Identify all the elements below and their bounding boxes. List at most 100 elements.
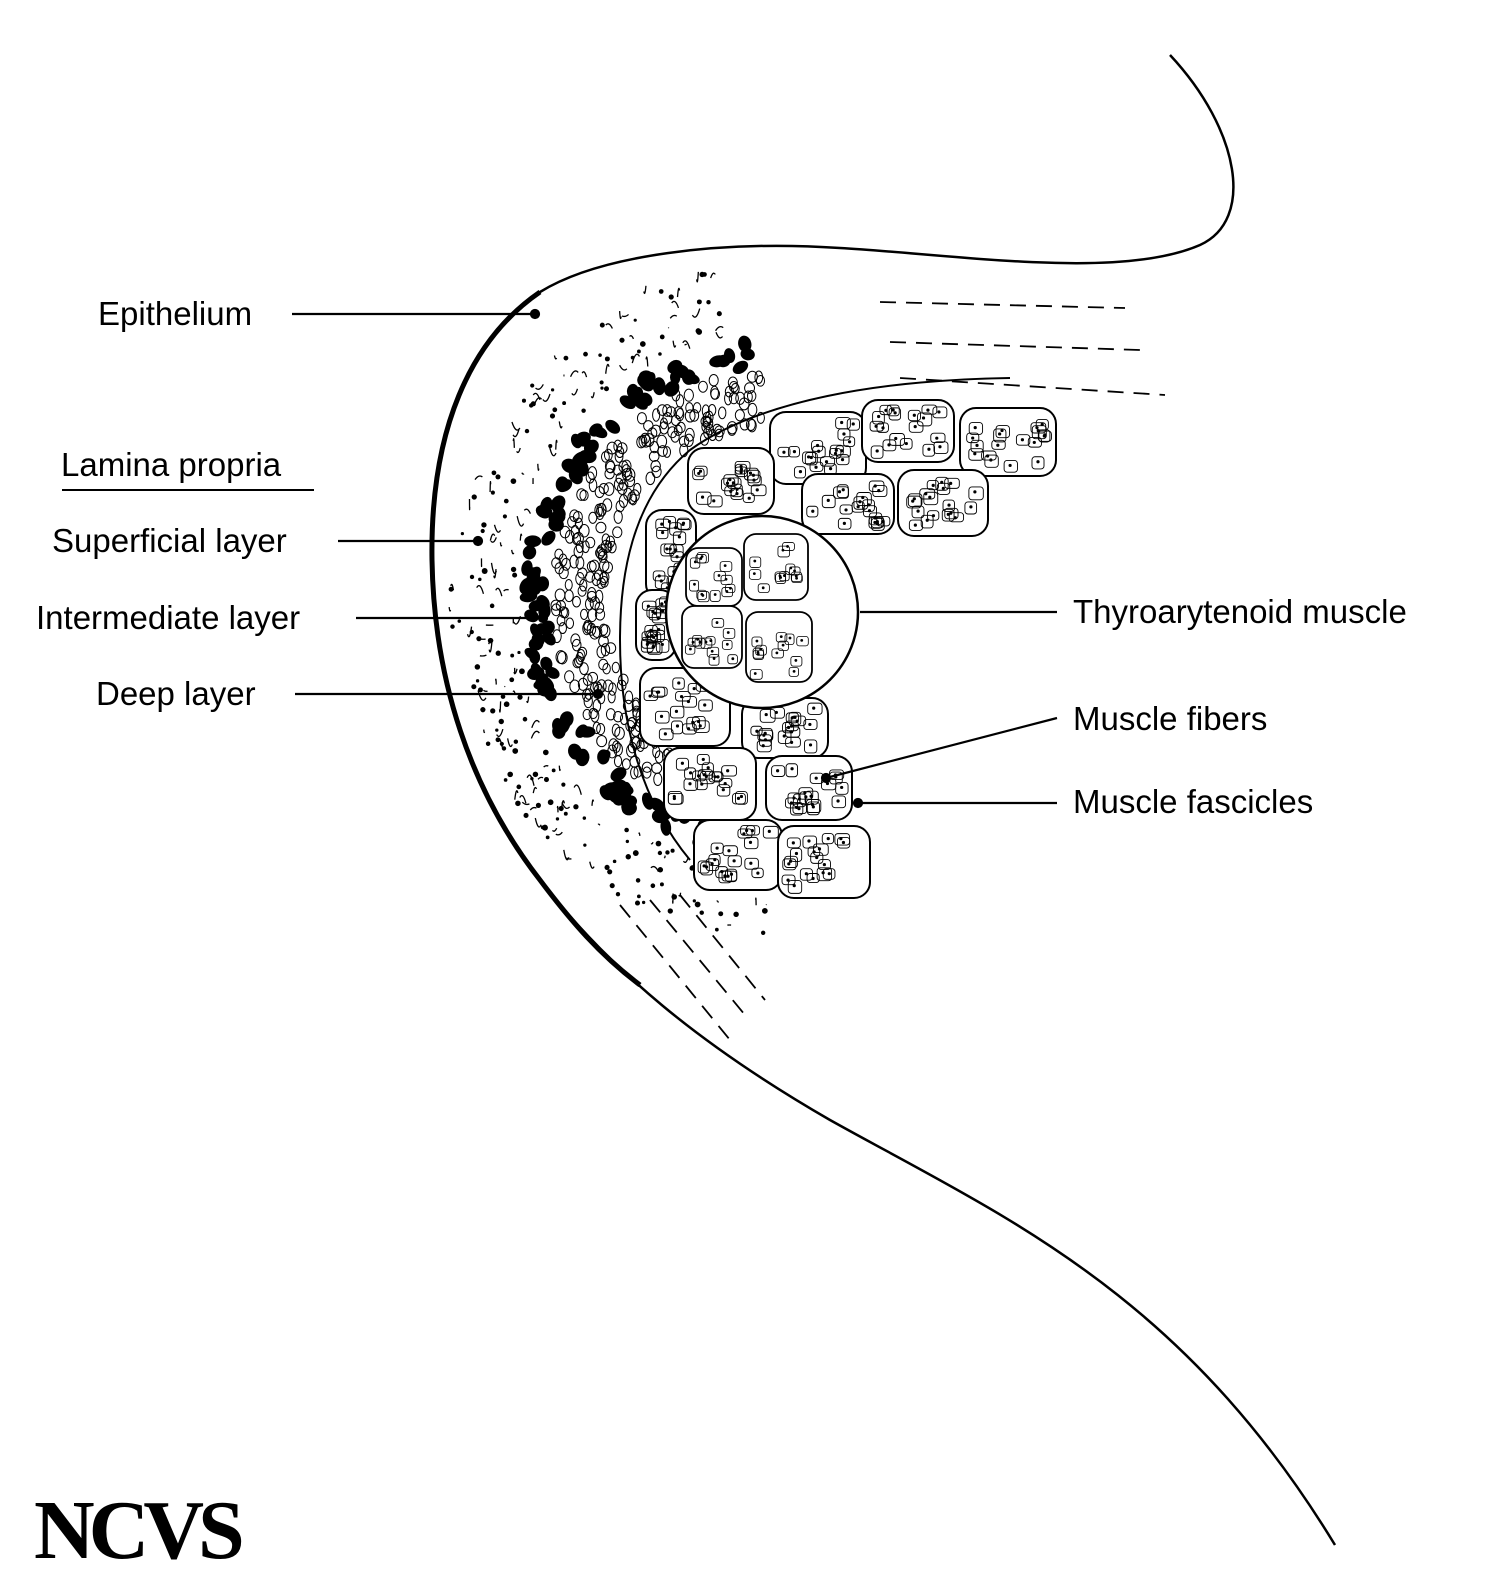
fiber-nucleus: [1040, 422, 1044, 426]
deep-fiber: [602, 561, 613, 574]
deep-fiber: [650, 424, 662, 437]
deep-fiber: [564, 670, 575, 684]
deep-fiber: [587, 608, 598, 623]
muscle-fiber: [785, 726, 801, 738]
deep-fiber: [662, 404, 673, 417]
muscle-fiber: [899, 438, 913, 450]
superficial-fiber: [466, 626, 473, 638]
deep-fiber: [591, 572, 602, 587]
superficial-fiber: [638, 832, 641, 836]
fiber-nucleus: [665, 547, 669, 551]
superficial-fiber: [558, 421, 563, 429]
deep-fiber: [612, 711, 624, 723]
circle-fiber-nucleus: [795, 576, 798, 580]
superficial-speck: [547, 799, 554, 806]
fiber-nucleus: [674, 526, 678, 530]
superficial-speck: [563, 355, 569, 361]
circle-muscle-fiber: [708, 654, 720, 666]
fiber-nucleus: [679, 695, 684, 699]
deep-fiber: [630, 766, 639, 780]
superficial-speck: [637, 349, 641, 354]
muscle-fiber: [721, 765, 737, 777]
superficial-fiber: [499, 542, 503, 547]
fiber-nucleus: [723, 874, 727, 878]
superficial-speck: [562, 401, 567, 406]
intermediate-fiber: [724, 348, 736, 363]
muscle-fiber: [882, 439, 897, 452]
muscle-fiber: [762, 825, 779, 839]
intermediate-fiber: [652, 377, 666, 396]
deep-fiber: [621, 459, 632, 473]
deep-fiber: [683, 388, 694, 402]
deep-fiber: [638, 434, 648, 448]
superficial-speck: [670, 848, 675, 853]
superficial-speck: [503, 778, 508, 782]
muscle-fiber: [821, 494, 836, 509]
superficial-fiber: [483, 729, 486, 734]
superficial-fiber: [537, 463, 540, 471]
circle-fiber-nucleus: [753, 672, 757, 675]
superficial-speck: [510, 653, 515, 658]
muscle-fiber: [829, 448, 842, 459]
superficial-speck: [524, 428, 530, 434]
muscle-fiber: [672, 677, 685, 690]
fiber-nucleus: [941, 486, 945, 490]
deep-fiber: [550, 599, 562, 611]
muscle-fiber: [853, 496, 869, 510]
fiber-nucleus: [696, 719, 701, 724]
superficial-speck: [448, 586, 454, 592]
superficial-fiber: [716, 900, 719, 903]
muscle-fiber: [876, 422, 889, 433]
muscle-fiber: [807, 846, 821, 858]
muscle-fiber: [908, 421, 924, 433]
fiber-nucleus: [833, 451, 838, 456]
superficial-fiber: [629, 335, 635, 340]
superficial-fiber: [496, 728, 504, 738]
muscle-fiber: [658, 728, 674, 741]
fiber-nucleus: [697, 471, 701, 476]
muscle-fiber: [655, 638, 670, 653]
superficial-speck: [495, 474, 501, 480]
fiber-nucleus: [861, 495, 865, 500]
deep-fiber: [586, 590, 598, 603]
fiber-nucleus: [663, 732, 667, 736]
deep-fiber: [662, 446, 672, 458]
circle-fiber-nucleus: [691, 640, 695, 644]
superficial-speck: [523, 812, 529, 818]
fiber-nucleus: [731, 481, 736, 485]
superficial-fiber: [494, 678, 497, 685]
fiber-nucleus: [651, 635, 656, 639]
muscle-fiber: [786, 837, 801, 849]
deep-fiber: [613, 439, 623, 453]
deep-fiber: [577, 585, 587, 597]
deep-fiber: [580, 608, 589, 620]
intermediate-fiber: [575, 431, 591, 445]
muscle-fiber: [984, 454, 999, 468]
circle-muscle-fiber: [722, 628, 736, 639]
muscle-fiber: [886, 404, 900, 417]
deep-fiber: [754, 370, 764, 385]
muscle-fiber: [993, 428, 1007, 443]
superficial-speck: [624, 827, 629, 833]
superficial-fiber: [597, 823, 601, 826]
muscle-fiber: [737, 828, 753, 839]
fiber-nucleus: [875, 520, 879, 524]
fiber-nucleus: [702, 864, 706, 868]
superficial-fiber: [669, 314, 678, 319]
fiber-nucleus: [840, 785, 844, 790]
circle-fiber-nucleus: [712, 657, 716, 660]
fiber-nucleus: [748, 471, 753, 475]
fiber-nucleus: [646, 604, 650, 608]
superficial-fiber: [671, 300, 680, 309]
muscle-fiber: [684, 767, 697, 780]
superficial-speck: [696, 299, 702, 305]
muscle-fiber: [652, 686, 668, 697]
superficial-fiber: [531, 719, 540, 729]
superficial-fiber: [498, 701, 502, 713]
superficial-fiber: [715, 325, 724, 332]
superficial-speck: [634, 900, 641, 906]
fiber-nucleus: [1000, 428, 1004, 433]
deep-fiber: [612, 526, 623, 539]
fiber-nucleus: [928, 495, 932, 499]
deep-fiber: [602, 498, 613, 512]
